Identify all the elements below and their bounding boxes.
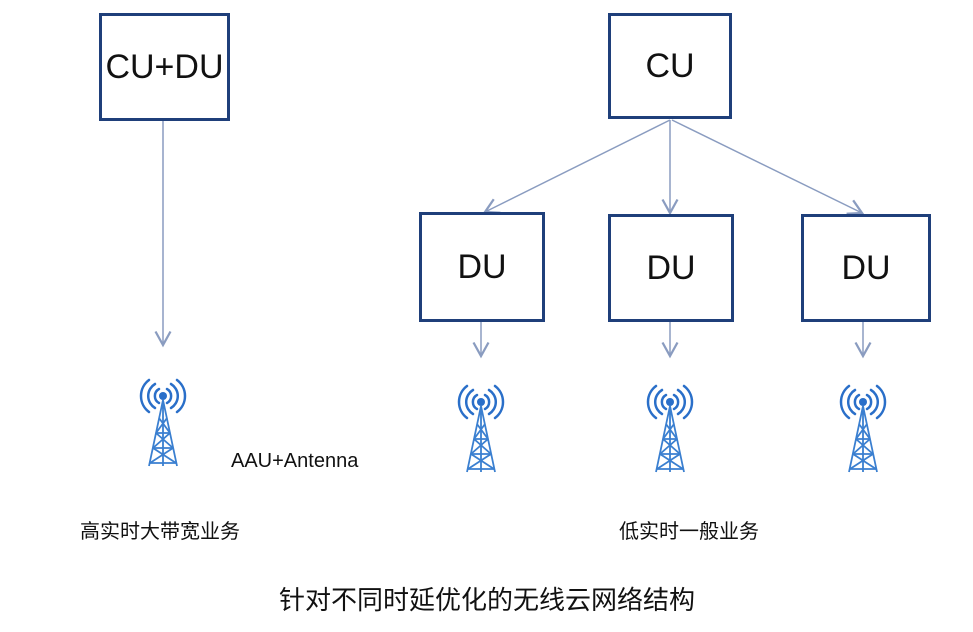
left-service-label: 高实时大带宽业务 (80, 521, 240, 543)
cu-du-box: CU+DU (99, 13, 230, 121)
antenna-tower-icon (139, 378, 187, 467)
aau-antenna-label: AAU+Antenna (231, 450, 359, 472)
du-label-3: DU (841, 248, 891, 287)
arrow-cu-to-du1 (482, 119, 671, 214)
du-box-1: DU (419, 212, 545, 322)
antenna-tower-icon (457, 384, 505, 473)
cu-du-label: CU+DU (105, 47, 224, 86)
arrow-cu-to-du3 (671, 119, 865, 215)
du-label-1: DU (457, 247, 507, 286)
diagram-caption: 针对不同时延优化的无线云网络结构 (279, 585, 696, 615)
cu-label: CU (645, 46, 695, 85)
antenna-tower-icon (646, 384, 694, 473)
cu-box: CU (608, 13, 732, 119)
du-label-2: DU (646, 248, 696, 287)
du-box-2: DU (608, 214, 734, 322)
right-service-label: 低实时一般业务 (619, 521, 759, 543)
antenna-tower-icon (839, 384, 887, 473)
du-box-3: DU (801, 214, 931, 322)
